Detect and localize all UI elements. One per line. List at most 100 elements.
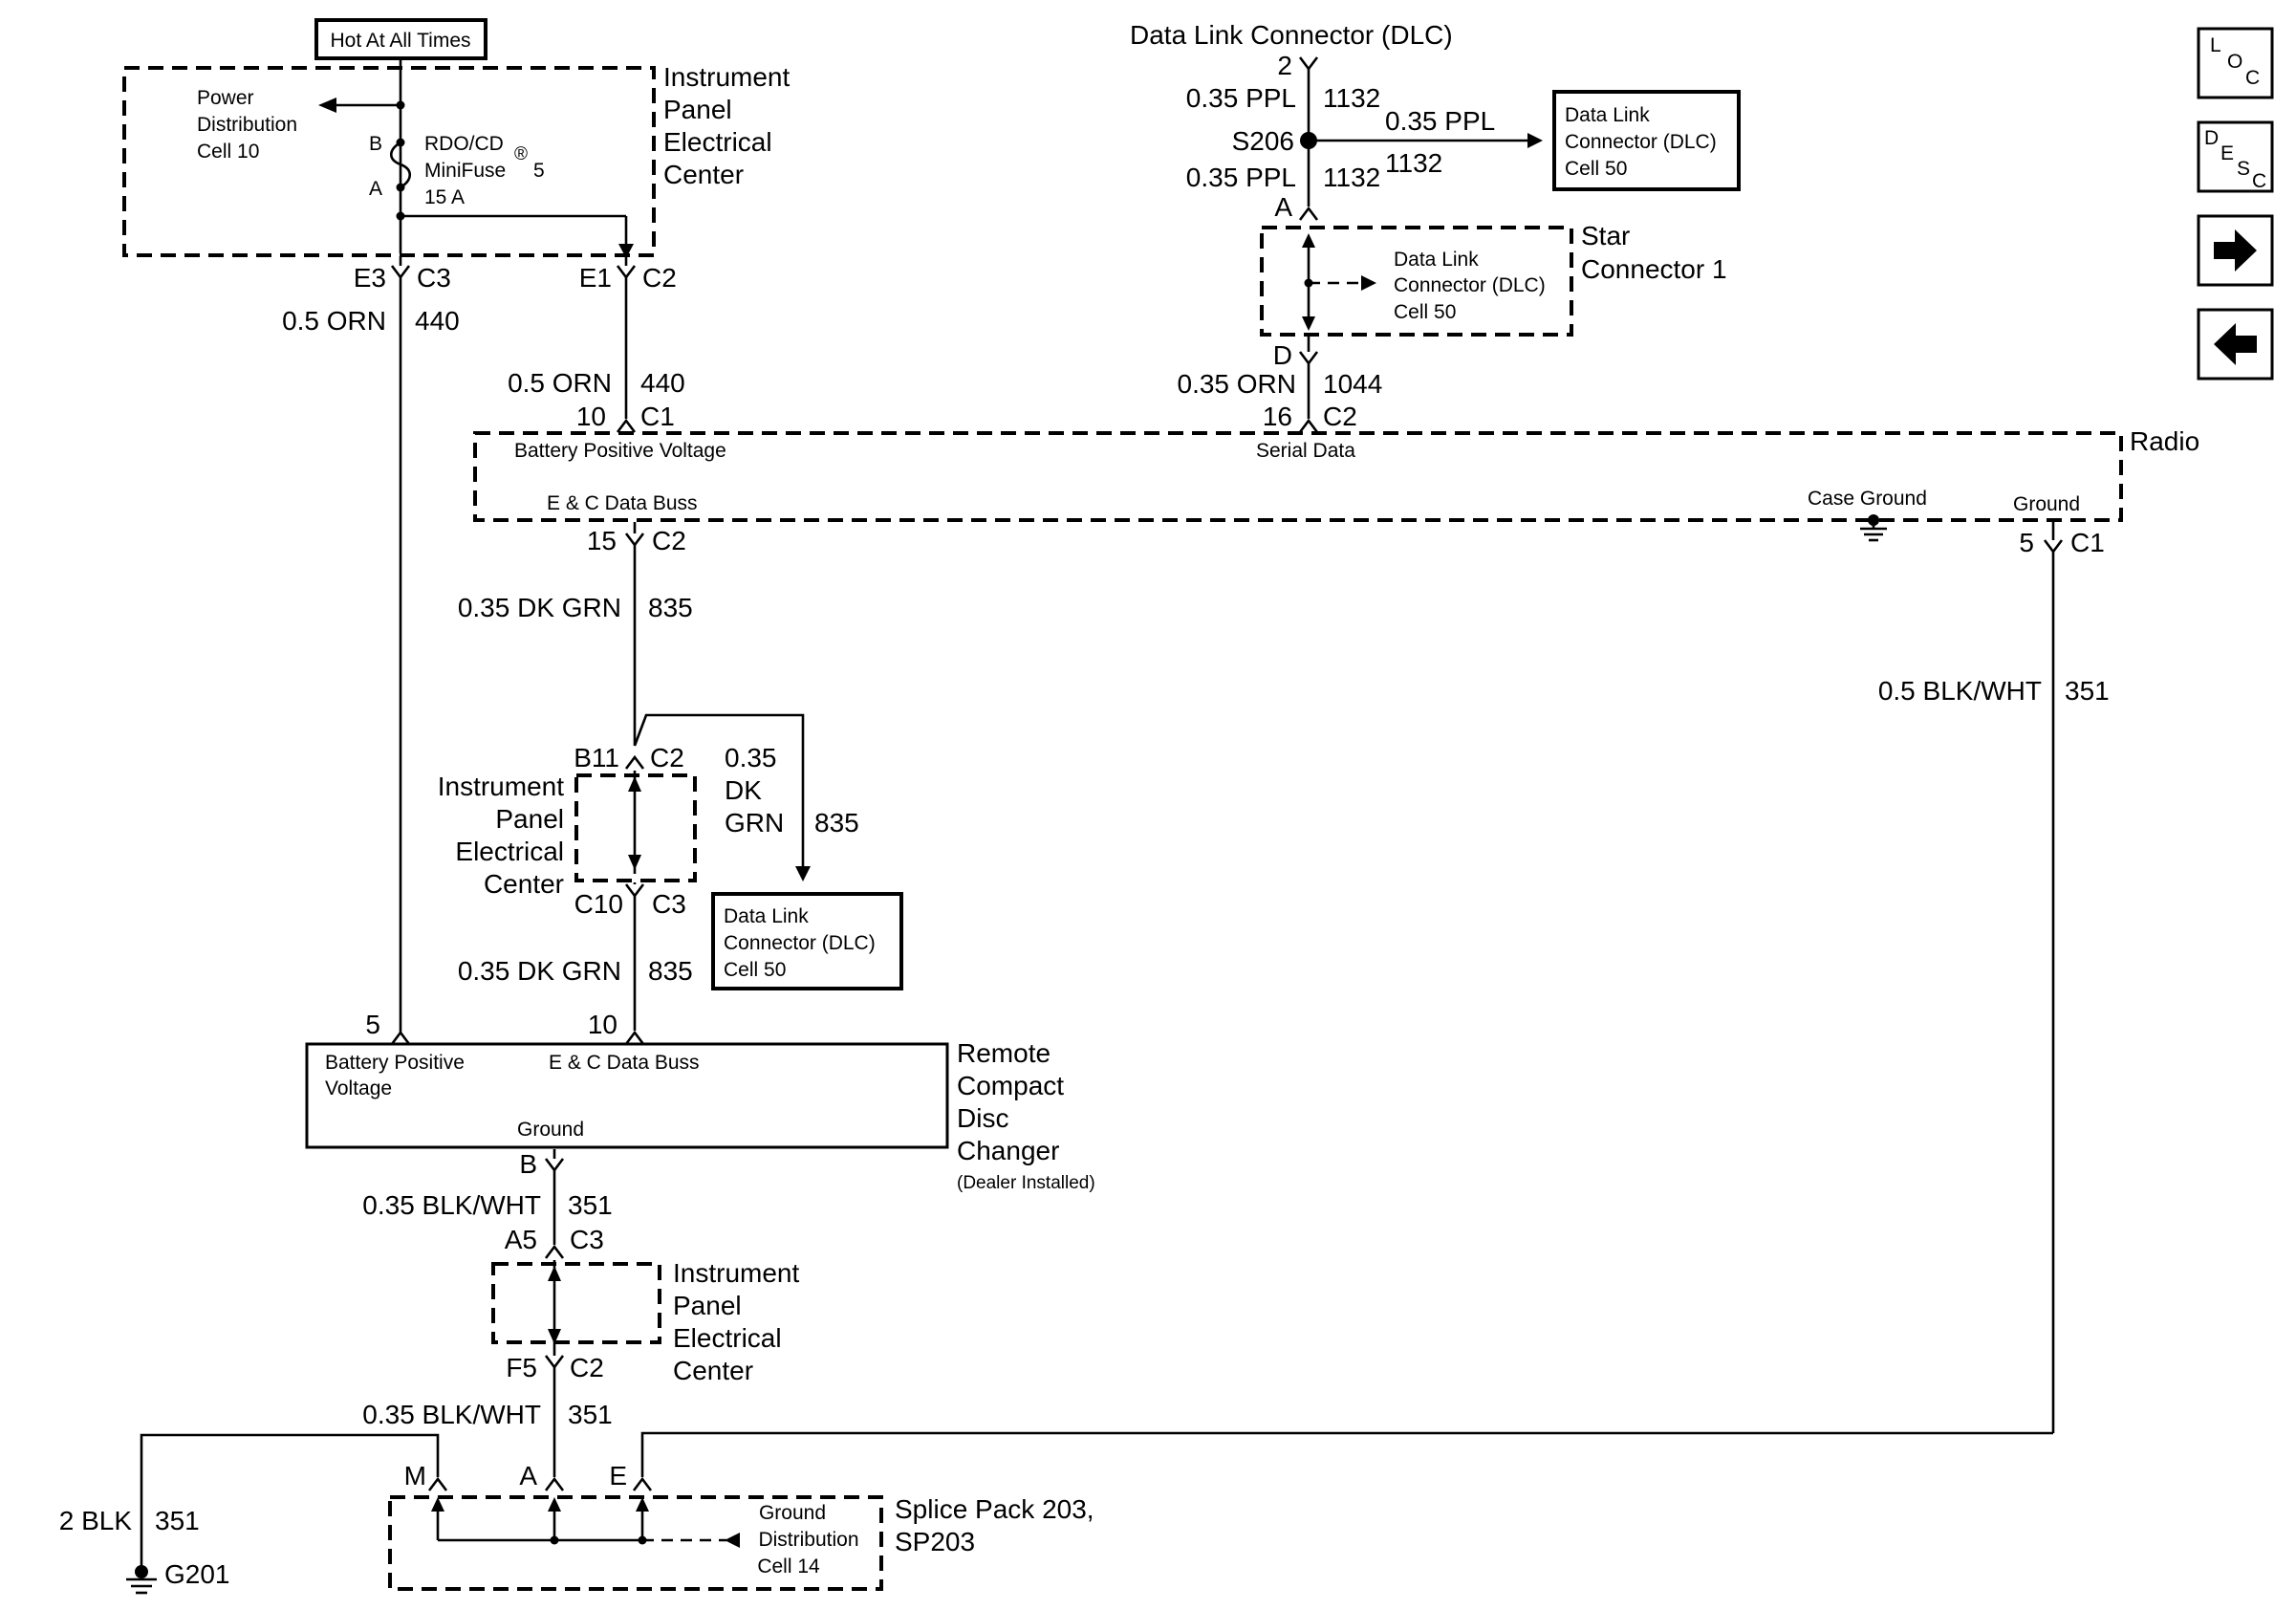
svg-text:E & C Data Buss: E & C Data Buss xyxy=(547,492,698,514)
svg-text:(Dealer Installed): (Dealer Installed) xyxy=(957,1173,1095,1193)
svg-text:G201: G201 xyxy=(164,1559,230,1589)
svg-text:0.35 BLK/WHT: 0.35 BLK/WHT xyxy=(362,1190,541,1220)
svg-text:Ground: Ground xyxy=(759,1502,826,1524)
svg-text:Instrument: Instrument xyxy=(663,62,790,92)
svg-text:Data Link: Data Link xyxy=(724,905,809,927)
dlc-box-mid-label: Data Link Connector (DLC) Cell 50 xyxy=(724,905,876,981)
svg-text:Cell 10: Cell 10 xyxy=(197,141,259,163)
svg-text:Power: Power xyxy=(197,87,254,109)
svg-text:0.35 BLK/WHT: 0.35 BLK/WHT xyxy=(362,1400,541,1429)
svg-text:MiniFuse: MiniFuse xyxy=(424,160,506,182)
dlc-box-top xyxy=(1552,90,1741,191)
svg-text:0.35 ORN: 0.35 ORN xyxy=(1178,369,1297,399)
star-connector-box xyxy=(1260,226,1573,337)
svg-text:2 BLK: 2 BLK xyxy=(59,1506,133,1535)
svg-text:0.35 DK GRN: 0.35 DK GRN xyxy=(458,593,621,622)
svg-text:E: E xyxy=(2220,142,2234,164)
svg-text:Distribution: Distribution xyxy=(197,114,297,136)
dlc-title: Data Link Connector (DLC) xyxy=(1130,20,1453,50)
svg-text:GRN: GRN xyxy=(725,808,784,838)
svg-text:0.35 PPL: 0.35 PPL xyxy=(1186,83,1296,113)
svg-text:1132: 1132 xyxy=(1385,148,1442,178)
rcdc-title: Remote Compact Disc Changer (Dealer Inst… xyxy=(957,1038,1095,1193)
ground-distribution-label: Ground Distribution Cell 14 xyxy=(757,1502,858,1577)
desc-button[interactable]: D E S C xyxy=(2197,120,2274,193)
svg-text:Serial Data: Serial Data xyxy=(1256,440,1355,462)
back-button[interactable] xyxy=(2197,308,2274,381)
svg-text:351: 351 xyxy=(2065,676,2110,706)
svg-text:Battery Positive: Battery Positive xyxy=(325,1052,465,1074)
svg-text:Instrument: Instrument xyxy=(438,772,564,801)
fuse-label: RDO/CD MiniFuse ® 5 15 A xyxy=(424,133,545,208)
svg-text:0.5 BLK/WHT: 0.5 BLK/WHT xyxy=(1878,676,2042,706)
svg-text:C: C xyxy=(2245,67,2260,89)
minifuse-symbol xyxy=(389,141,412,189)
svg-text:0.35 PPL: 0.35 PPL xyxy=(1385,106,1495,136)
ipec-top-box xyxy=(122,66,656,257)
svg-text:Electrical: Electrical xyxy=(663,127,772,157)
svg-text:Panel: Panel xyxy=(663,95,732,124)
svg-text:Changer: Changer xyxy=(957,1136,1059,1165)
svg-text:C2: C2 xyxy=(650,743,684,772)
svg-text:1132: 1132 xyxy=(1323,163,1380,192)
ground-g201-icon xyxy=(126,1565,157,1595)
fuse-pin-a: A xyxy=(369,178,382,200)
svg-text:C10: C10 xyxy=(574,889,623,919)
svg-text:835: 835 xyxy=(648,956,693,986)
svg-text:5: 5 xyxy=(365,1010,380,1039)
svg-text:D: D xyxy=(2204,127,2219,149)
svg-text:A: A xyxy=(519,1461,537,1490)
svg-text:C2: C2 xyxy=(652,526,686,555)
svg-text:Distribution: Distribution xyxy=(758,1529,858,1551)
splice-pack-title: Splice Pack 203, SP203 xyxy=(895,1494,1094,1556)
svg-text:Center: Center xyxy=(663,160,744,189)
svg-text:B11: B11 xyxy=(574,743,619,772)
dlc-box-mid xyxy=(711,892,903,990)
svg-text:C3: C3 xyxy=(652,889,686,919)
svg-text:Ground: Ground xyxy=(2013,493,2080,515)
ipec-top-title: Instrument Panel Electrical Center xyxy=(663,62,790,189)
svg-text:Compact: Compact xyxy=(957,1071,1064,1100)
radio-box xyxy=(473,431,2123,522)
splice-pack-box xyxy=(388,1495,883,1591)
star-connector-dlc-label: Data Link Connector (DLC) Cell 50 xyxy=(1394,249,1546,323)
next-button[interactable] xyxy=(2197,214,2274,287)
svg-text:C: C xyxy=(2252,170,2266,192)
desc-icon: D E S C xyxy=(2204,127,2266,192)
hot-at-all-times-label: Hot At All Times xyxy=(330,30,470,52)
loc-icon: L O C xyxy=(2210,34,2260,89)
svg-text:S206: S206 xyxy=(1232,126,1294,156)
svg-text:C3: C3 xyxy=(570,1225,604,1254)
svg-text:C3: C3 xyxy=(417,263,451,293)
svg-text:15: 15 xyxy=(587,526,617,555)
svg-text:0.35 PPL: 0.35 PPL xyxy=(1186,163,1296,192)
svg-text:B: B xyxy=(519,1149,537,1179)
svg-text:A: A xyxy=(1274,192,1292,222)
svg-text:1132: 1132 xyxy=(1323,83,1380,113)
svg-text:E & C Data Buss: E & C Data Buss xyxy=(549,1052,700,1074)
svg-text:Connector 1: Connector 1 xyxy=(1581,254,1727,284)
svg-text:Battery Positive Voltage: Battery Positive Voltage xyxy=(514,440,726,462)
svg-text:C1: C1 xyxy=(2070,528,2105,557)
svg-text:Star: Star xyxy=(1581,221,1630,250)
ipec-bottom-box xyxy=(491,1262,661,1344)
arrow-right-icon xyxy=(2214,229,2257,272)
svg-text:O: O xyxy=(2227,51,2242,73)
svg-text:351: 351 xyxy=(568,1400,613,1429)
svg-text:351: 351 xyxy=(155,1506,200,1535)
svg-text:A5: A5 xyxy=(505,1225,537,1254)
branch-label: 0.35 DK GRN 835 xyxy=(725,743,859,838)
svg-text:Electrical: Electrical xyxy=(455,837,564,866)
svg-text:Cell 50: Cell 50 xyxy=(724,959,786,981)
svg-text:835: 835 xyxy=(814,808,859,838)
svg-text:C2: C2 xyxy=(642,263,677,293)
svg-text:Disc: Disc xyxy=(957,1103,1008,1133)
svg-text:Connector (DLC): Connector (DLC) xyxy=(1565,131,1717,153)
svg-text:Cell 50: Cell 50 xyxy=(1394,301,1456,323)
svg-text:Electrical: Electrical xyxy=(673,1323,782,1353)
svg-text:®: ® xyxy=(514,144,528,164)
loc-button[interactable]: L O C xyxy=(2197,27,2274,99)
svg-text:440: 440 xyxy=(640,368,685,398)
svg-text:E: E xyxy=(609,1461,627,1490)
pdc-label: Power Distribution Cell 10 xyxy=(197,87,297,163)
